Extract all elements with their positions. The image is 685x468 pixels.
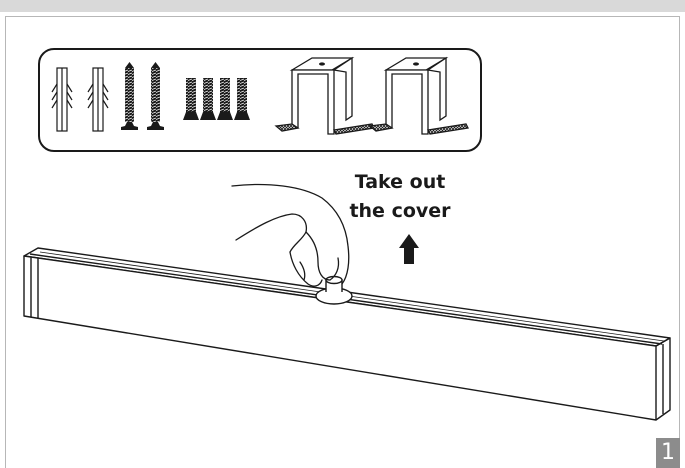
- hand-illustration: [231, 183, 350, 287]
- small-screw-icon: [200, 78, 216, 120]
- small-screw-icon: [217, 78, 233, 120]
- top-bar: [0, 0, 685, 12]
- cover-knob: [315, 275, 353, 305]
- instruction-caption: Take out the cover: [344, 168, 456, 226]
- mounting-bracket-icon: [274, 56, 375, 135]
- screw-icon: [121, 62, 138, 130]
- parts-box: [38, 48, 482, 152]
- small-screw-icon: [234, 78, 250, 120]
- instruction-line-2: the cover: [349, 200, 451, 222]
- screw-icon: [147, 62, 164, 130]
- instruction-line-1: Take out: [354, 171, 446, 193]
- small-screw-icon: [183, 78, 199, 120]
- step-number-badge: 1: [656, 438, 680, 468]
- illustration-frame: [5, 16, 680, 468]
- mounting-bracket-icon: [368, 56, 469, 135]
- wall-anchor-icon: [51, 67, 73, 132]
- up-arrow-icon: [399, 234, 419, 264]
- wall-anchor-icon: [87, 67, 109, 132]
